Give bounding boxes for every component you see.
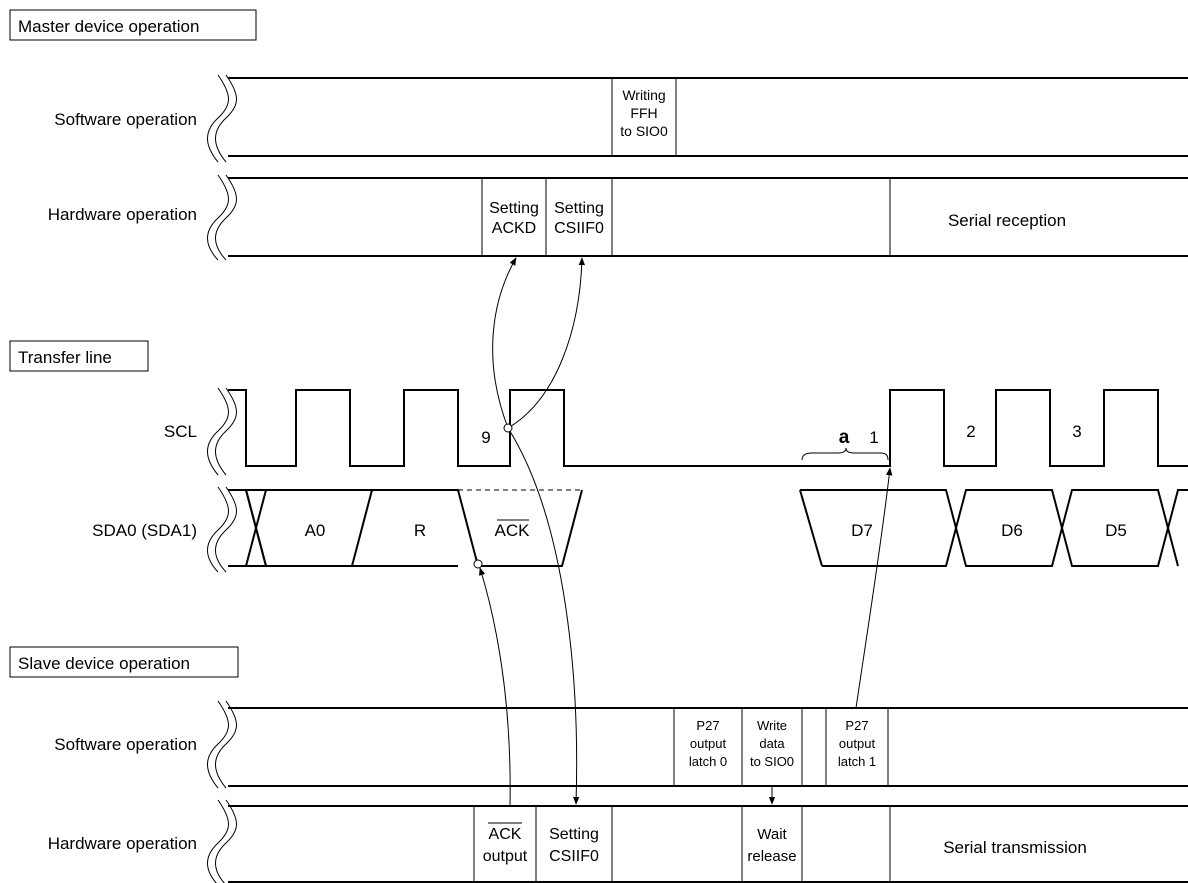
slave-section-label: Slave device operation	[18, 654, 190, 673]
setting-csiif0-box: Setting CSIIF0	[554, 200, 604, 237]
svg-text:ACK: ACK	[489, 826, 522, 843]
svg-text:output: output	[690, 736, 727, 751]
svg-text:data: data	[759, 736, 785, 751]
sda-a0: A0	[305, 521, 326, 540]
master-software-dividers	[611, 78, 677, 156]
master-hardware-row-label: Hardware operation	[48, 205, 197, 224]
transfer-section-label: Transfer line	[18, 348, 112, 367]
ack-output-box: ACK output	[483, 826, 528, 865]
scl-clock-2: 2	[966, 422, 975, 441]
arrow-latch1-to-scl	[855, 467, 893, 709]
slave-software-dividers	[673, 708, 889, 786]
master-software-row-label: Software operation	[54, 110, 197, 129]
svg-text:Setting: Setting	[489, 200, 539, 217]
sda-d7: D7	[851, 521, 873, 540]
svg-text:output: output	[483, 848, 528, 865]
arrow-to-slave-csiif0	[507, 427, 580, 805]
transfer-section-box	[9, 340, 149, 372]
sda-row-label: SDA0 (SDA1)	[92, 521, 197, 540]
sda-d6: D6	[1001, 521, 1023, 540]
scl-waveform	[228, 389, 1188, 467]
scl-origin-circle	[503, 423, 513, 433]
svg-text:to SIO0: to SIO0	[750, 754, 794, 769]
svg-text:ACKD: ACKD	[492, 220, 536, 237]
slave-section-box	[9, 646, 239, 678]
wait-release-box: Wait release	[747, 826, 796, 865]
master-software-band	[228, 77, 1188, 157]
svg-text:latch 1: latch 1	[838, 754, 876, 769]
serial-transmission-label: Serial transmission	[943, 838, 1087, 857]
svg-text:Wait: Wait	[757, 826, 787, 843]
connector-arrows	[479, 257, 893, 807]
arrow-to-master-csiif0	[507, 257, 585, 429]
write-data-box: Write data to SIO0	[750, 718, 794, 769]
slave-hardware-dividers	[473, 806, 891, 882]
sda-ack: ACK	[495, 521, 531, 540]
arrow-to-setting-ackd	[492, 257, 517, 429]
svg-text:latch 0: latch 0	[689, 754, 727, 769]
slave-hardware-band	[228, 805, 1188, 883]
slave-setting-csiif0-box: Setting CSIIF0	[549, 826, 599, 865]
svg-text:Write: Write	[757, 718, 787, 733]
master-section-box	[9, 9, 257, 41]
scl-clock-9: 9	[481, 428, 490, 447]
svg-text:to SIO0: to SIO0	[620, 123, 668, 139]
sda-origin-circle	[473, 559, 483, 569]
svg-text:CSIIF0: CSIIF0	[549, 848, 599, 865]
master-hardware-dividers	[481, 178, 891, 256]
slave-software-row-label: Software operation	[54, 735, 197, 754]
serial-reception-label: Serial reception	[948, 211, 1066, 230]
svg-text:Setting: Setting	[554, 200, 604, 217]
svg-text:CSIIF0: CSIIF0	[554, 220, 604, 237]
row-break-marks	[207, 74, 237, 883]
slave-hardware-row-label: Hardware operation	[48, 834, 197, 853]
svg-text:FFH: FFH	[630, 105, 657, 121]
scl-row-label: SCL	[164, 422, 197, 441]
svg-text:Writing: Writing	[622, 87, 665, 103]
slave-software-band	[228, 707, 1188, 787]
svg-text:release: release	[747, 848, 796, 865]
master-section-label: Master device operation	[18, 17, 199, 36]
marker-a-label: a	[839, 427, 850, 448]
arrow-ack-output-to-sda	[479, 567, 511, 807]
setting-ackd-box: Setting ACKD	[489, 200, 539, 237]
p27-latch0-box: P27 output latch 0	[689, 718, 727, 769]
master-hardware-band	[228, 177, 1188, 257]
write-ffh-box: Writing FFH to SIO0	[620, 87, 668, 139]
marker-a-brace	[801, 447, 889, 461]
svg-text:P27: P27	[696, 718, 719, 733]
svg-text:Setting: Setting	[549, 826, 599, 843]
scl-clock-1: 1	[869, 428, 878, 447]
sda-d5: D5	[1105, 521, 1127, 540]
sda-waveform	[228, 489, 1188, 567]
scl-clock-3: 3	[1072, 422, 1081, 441]
svg-text:output: output	[839, 736, 876, 751]
svg-text:P27: P27	[845, 718, 868, 733]
p27-latch1-box: P27 output latch 1	[838, 718, 876, 769]
sda-r: R	[414, 521, 426, 540]
